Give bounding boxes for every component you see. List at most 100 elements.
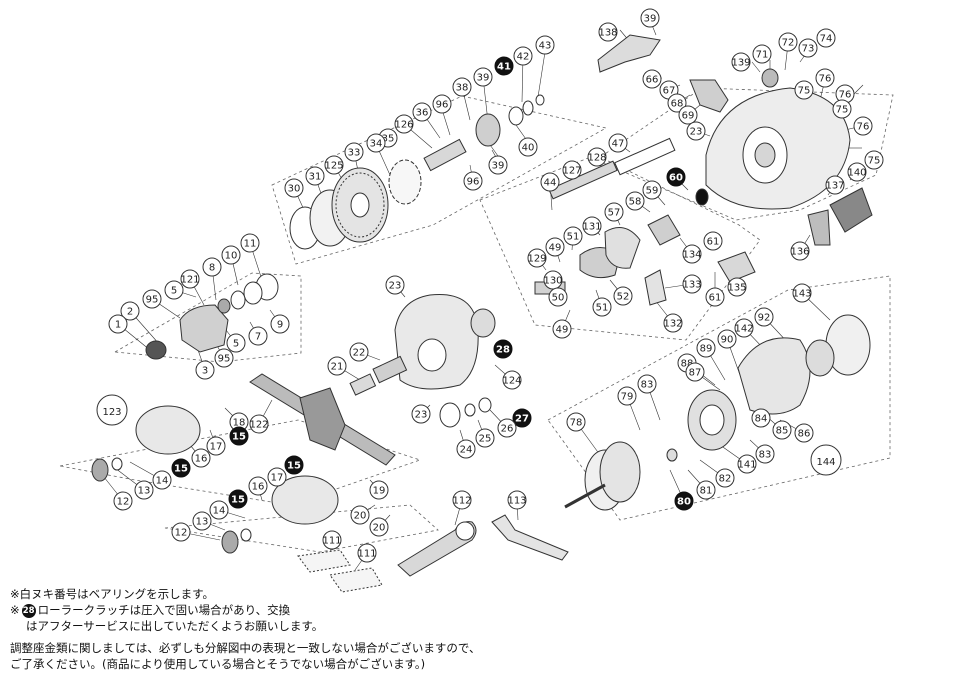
part-label-2: 2: [120, 301, 140, 321]
seal-sheet-111a: [297, 549, 351, 573]
spool-shaft: [564, 483, 606, 509]
part-number-text: 16: [195, 454, 208, 465]
part-number-text: 144: [816, 457, 835, 468]
part-label-20a: 20: [350, 505, 370, 525]
part-label-circle: [327, 356, 347, 376]
part-label-76b: 76: [853, 116, 873, 136]
part-label-15a: 15: [229, 426, 249, 446]
part-label-circle: [727, 277, 747, 297]
part-number-text: 86: [798, 429, 811, 440]
part-number-text: 49: [549, 243, 562, 254]
part-number-text: 88: [681, 359, 694, 370]
part-number-text: 15: [231, 495, 245, 506]
part-number-text: 137: [825, 181, 844, 192]
part-label-87: 87: [685, 362, 705, 382]
part-label-79: 79: [617, 386, 637, 406]
part-label-84: 84: [751, 408, 771, 428]
part-label-75a: 75: [794, 80, 814, 100]
part-label-circle: [171, 522, 191, 542]
part-label-circle: [754, 307, 774, 327]
part-label-circle: [625, 191, 645, 211]
part-number-text: 67: [663, 86, 676, 97]
part-label-123: 123: [96, 394, 128, 426]
part-number-text: 2: [127, 307, 133, 318]
part-label-circle: [226, 333, 246, 353]
part-label-circle: [685, 362, 705, 382]
part-number-text: 113: [507, 496, 526, 507]
part-label-circle: [202, 257, 222, 277]
part-label-83b: 83: [755, 444, 775, 464]
part-number-text: 95: [218, 354, 231, 365]
seal-sheet-111b: [329, 567, 383, 593]
part-number-text: 19: [373, 486, 386, 497]
part-number-text: 22: [353, 348, 366, 359]
part-number-text: 75: [836, 105, 849, 116]
part-number-text: 23: [389, 281, 402, 292]
note-mark: ※: [10, 603, 20, 617]
tube-47: [614, 137, 676, 176]
part-label-23b: 23: [385, 275, 405, 295]
part-label-circle: [751, 408, 771, 428]
part-label-circle: [270, 314, 290, 334]
part-label-124: 124: [502, 370, 522, 390]
bearing-9: [230, 290, 246, 310]
brake-plate-inner: [699, 404, 725, 436]
part-number-text: 14: [156, 476, 169, 487]
sleeve-22: [372, 355, 408, 384]
part-number-text: 71: [756, 50, 769, 61]
part-label-circle: [705, 287, 725, 307]
part-number-text: 87: [689, 368, 702, 379]
part-number-text: 47: [612, 139, 625, 150]
part-label-circle: [717, 329, 737, 349]
part-number-text: 18: [233, 418, 246, 429]
part-number-text: 35: [382, 134, 395, 145]
part-label-circle: [792, 283, 812, 303]
part-number-text: 135: [727, 283, 746, 294]
knob-washer-13b: [240, 528, 252, 542]
part-label-10: 10: [221, 245, 241, 265]
part-number-text: 39: [644, 14, 657, 25]
part-label-96a: 96: [432, 94, 452, 114]
part-label-circle: [540, 172, 560, 192]
part-number-text: 61: [707, 237, 720, 248]
part-label-circle: [221, 245, 241, 265]
part-label-circle: [488, 155, 508, 175]
part-label-85: 85: [772, 420, 792, 440]
part-label-122: 122: [249, 414, 269, 434]
part-label-144: 144: [810, 444, 842, 476]
part-label-circle: [113, 491, 133, 511]
washer-25: [464, 403, 476, 417]
part-label-83a: 83: [637, 374, 657, 394]
part-label-127: 127: [562, 160, 582, 180]
part-label-circle: [284, 178, 304, 198]
part-label-66: 66: [642, 69, 662, 89]
part-illustrations: [91, 34, 873, 593]
part-label-7: 7: [248, 326, 268, 346]
part-number-text: 12: [175, 528, 188, 539]
part-label-58: 58: [625, 191, 645, 211]
part-label-circle: [369, 517, 389, 537]
part-label-130: 130: [543, 270, 563, 290]
part-label-5b: 5: [226, 333, 246, 353]
part-number-text: 131: [582, 222, 601, 233]
part-label-25: 25: [475, 428, 495, 448]
part-number-text: 141: [737, 460, 756, 471]
part-label-circle: [249, 414, 269, 434]
part-label-19: 19: [369, 480, 389, 500]
part-number-text: 40: [522, 143, 535, 154]
part-label-circle: [864, 150, 884, 170]
part-number-text: 20: [373, 523, 386, 534]
knob-cap-12a: [91, 458, 109, 482]
part-label-15c: 15: [284, 455, 304, 475]
part-label-78: 78: [566, 412, 586, 432]
part-number-text: 51: [567, 232, 580, 243]
handle-plate: [299, 387, 346, 451]
part-label-39c: 39: [488, 155, 508, 175]
part-label-circle: [164, 280, 184, 300]
part-label-15d: 15: [228, 489, 248, 509]
part-number-text: 26: [501, 424, 514, 435]
part-number-text: 140: [847, 168, 866, 179]
note-roller-clutch-text: ローラークラッチは圧入で固い場合があり、交換: [37, 603, 291, 617]
part-number-text: 30: [288, 184, 301, 195]
part-label-circle: [206, 436, 226, 456]
